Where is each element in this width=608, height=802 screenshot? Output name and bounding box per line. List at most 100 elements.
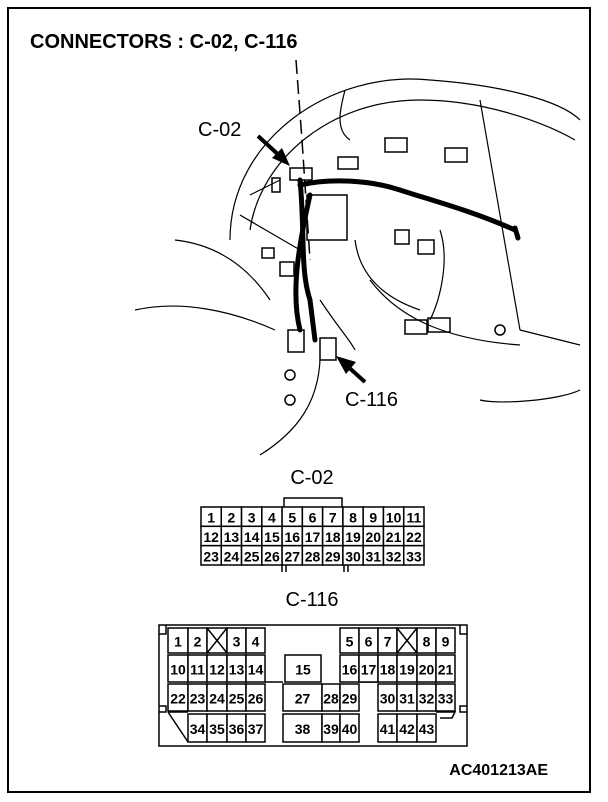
pin-cell	[282, 683, 323, 712]
pin-number: 15	[264, 529, 280, 545]
pin-number: 20	[366, 529, 382, 545]
pin-cell	[402, 544, 425, 566]
pin-number: 1	[174, 634, 182, 650]
pin-number: 1	[207, 510, 215, 526]
pin-number: 34	[190, 721, 206, 737]
pin-number: 3	[248, 510, 256, 526]
pin-number: 26	[264, 548, 280, 564]
pin-number: 32	[386, 548, 402, 564]
pin-number: 21	[438, 662, 454, 678]
pin-number: 25	[244, 548, 260, 564]
pin-cell	[435, 654, 456, 683]
pin-number: 2	[228, 510, 236, 526]
frame-border	[7, 7, 591, 793]
pin-cell	[339, 713, 360, 743]
c116-callout-label: C-116	[345, 389, 398, 411]
pin-number: 33	[406, 548, 422, 564]
pin-cell	[284, 654, 322, 683]
pin-cell	[416, 713, 437, 743]
pin-number: 6	[309, 510, 317, 526]
diagram-title: CONNECTORS : C-02, C-116	[30, 31, 297, 53]
pin-number: 39	[323, 721, 339, 737]
pin-number: 22	[170, 691, 186, 707]
pin-number: 29	[342, 691, 358, 707]
pin-number: 42	[399, 721, 415, 737]
pin-number: 24	[224, 548, 240, 564]
pin-number: 38	[295, 721, 311, 737]
pin-number: 40	[342, 721, 358, 737]
pin-number: 9	[442, 634, 450, 650]
pin-number: 10	[386, 510, 402, 526]
pin-cell	[245, 683, 266, 712]
arrow-icon	[336, 356, 356, 374]
pin-number: 10	[170, 662, 186, 678]
pin-cell	[282, 713, 323, 743]
pin-number: 9	[369, 510, 377, 526]
pin-number: 20	[419, 662, 435, 678]
pin-number: 19	[345, 529, 361, 545]
pin-number: 35	[209, 721, 225, 737]
pin-number: 18	[380, 662, 396, 678]
pin-cell	[339, 683, 360, 712]
pin-number: 32	[419, 691, 435, 707]
pin-number: 23	[190, 691, 206, 707]
unused-pin-cross-icon	[396, 627, 418, 654]
pin-number: 14	[248, 662, 264, 678]
pin-number: 23	[203, 548, 219, 564]
pin-number: 8	[423, 634, 431, 650]
pin-number: 17	[305, 529, 321, 545]
pin-number: 4	[252, 634, 260, 650]
pin-number: 5	[288, 510, 296, 526]
pin-number: 19	[399, 662, 415, 678]
pin-number: 26	[248, 691, 264, 707]
pin-number: 13	[229, 662, 245, 678]
c02-callout-label: C-02	[198, 119, 241, 141]
c02-callout: C-02	[198, 119, 290, 166]
pin-number: 30	[345, 548, 361, 564]
pin-number: 25	[229, 691, 245, 707]
pin-number: 16	[284, 529, 300, 545]
pin-number: 6	[365, 634, 373, 650]
pin-number: 18	[325, 529, 341, 545]
pin-number: 31	[399, 691, 415, 707]
pin-number: 43	[419, 721, 435, 737]
pin-number: 29	[325, 548, 341, 564]
arrow-icon	[272, 148, 290, 166]
c116-label: C-116	[286, 589, 339, 611]
pin-number: 15	[295, 662, 311, 678]
pin-number: 14	[244, 529, 260, 545]
pin-number: 5	[346, 634, 354, 650]
pin-number: 31	[366, 548, 382, 564]
pin-number: 27	[284, 548, 300, 564]
pin-cell	[435, 627, 456, 654]
pin-cell	[245, 627, 266, 654]
pin-number: 22	[406, 529, 422, 545]
pin-number: 27	[295, 691, 311, 707]
c02-label: C-02	[290, 467, 333, 489]
pin-number: 11	[190, 662, 205, 678]
pin-number: 17	[361, 662, 377, 678]
pin-number: 21	[386, 529, 402, 545]
pin-number: 8	[349, 510, 357, 526]
pin-number: 12	[209, 662, 225, 678]
pin-number: 37	[248, 721, 264, 737]
pin-number: 24	[209, 691, 225, 707]
pin-number: 7	[384, 634, 392, 650]
dashboard-illustration	[134, 59, 581, 456]
pin-number: 11	[406, 510, 421, 526]
pin-number: 13	[224, 529, 240, 545]
pin-number: 28	[323, 691, 339, 707]
pin-number: 3	[233, 634, 241, 650]
pin-number: 33	[438, 691, 454, 707]
c116-callout: C-116	[336, 356, 398, 411]
pin-number: 7	[329, 510, 337, 526]
pin-cell	[245, 654, 266, 683]
pin-number: 4	[268, 510, 276, 526]
pin-number: 30	[380, 691, 396, 707]
pin-number: 16	[342, 662, 358, 678]
unused-pin-cross-icon	[206, 627, 228, 654]
pin-number: 41	[380, 721, 396, 737]
